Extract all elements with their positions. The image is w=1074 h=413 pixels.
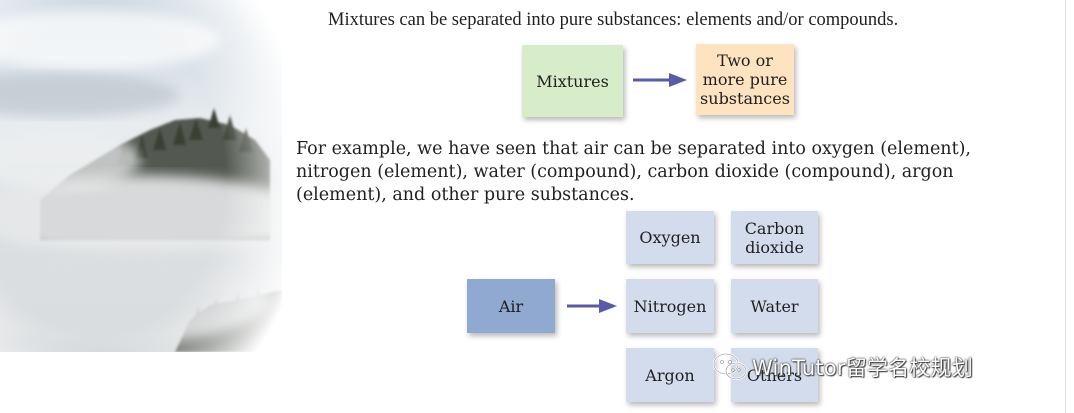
air-label: Air bbox=[499, 297, 523, 316]
mixtures-label: Mixtures bbox=[536, 72, 609, 91]
pure-label-line: more pure bbox=[700, 70, 790, 89]
water-box: Water bbox=[731, 279, 818, 333]
intro-text: Mixtures can be separated into pure subs… bbox=[328, 9, 898, 31]
oxygen-box: Oxygen bbox=[626, 211, 714, 264]
air-box: Air bbox=[467, 279, 555, 333]
arrow-right-icon bbox=[633, 70, 689, 90]
carbon-label-line: dioxide bbox=[745, 238, 805, 257]
page-edge-divider bbox=[1065, 0, 1066, 413]
pure-label-line: substances bbox=[700, 89, 790, 108]
example-paragraph: For example, we have seen that air can b… bbox=[296, 138, 996, 207]
pure-label-line: Two or bbox=[700, 51, 790, 70]
argon-label: Argon bbox=[645, 366, 694, 385]
nitrogen-label: Nitrogen bbox=[634, 297, 707, 316]
oxygen-label: Oxygen bbox=[639, 228, 700, 247]
mixtures-box: Mixtures bbox=[522, 45, 623, 117]
carbon-label-line: Carbon bbox=[745, 219, 805, 238]
nitrogen-box: Nitrogen bbox=[626, 279, 714, 333]
watermark-text: WinTutor留学名校规划 bbox=[752, 352, 973, 382]
arrow-right-icon bbox=[567, 296, 619, 316]
paragraph-line: (element), and other pure substances. bbox=[296, 184, 996, 207]
water-label: Water bbox=[750, 297, 798, 316]
wechat-icon bbox=[712, 352, 748, 382]
paragraph-line: nitrogen (element), water (compound), ca… bbox=[296, 161, 996, 184]
watermark: WinTutor留学名校规划 bbox=[712, 350, 973, 384]
fog-forest-photo bbox=[0, 0, 282, 352]
carbon-dioxide-box: Carbon dioxide bbox=[731, 211, 818, 264]
paragraph-line: For example, we have seen that air can b… bbox=[296, 138, 996, 161]
pure-substances-box: Two or more pure substances bbox=[696, 44, 794, 115]
argon-box: Argon bbox=[626, 348, 714, 402]
